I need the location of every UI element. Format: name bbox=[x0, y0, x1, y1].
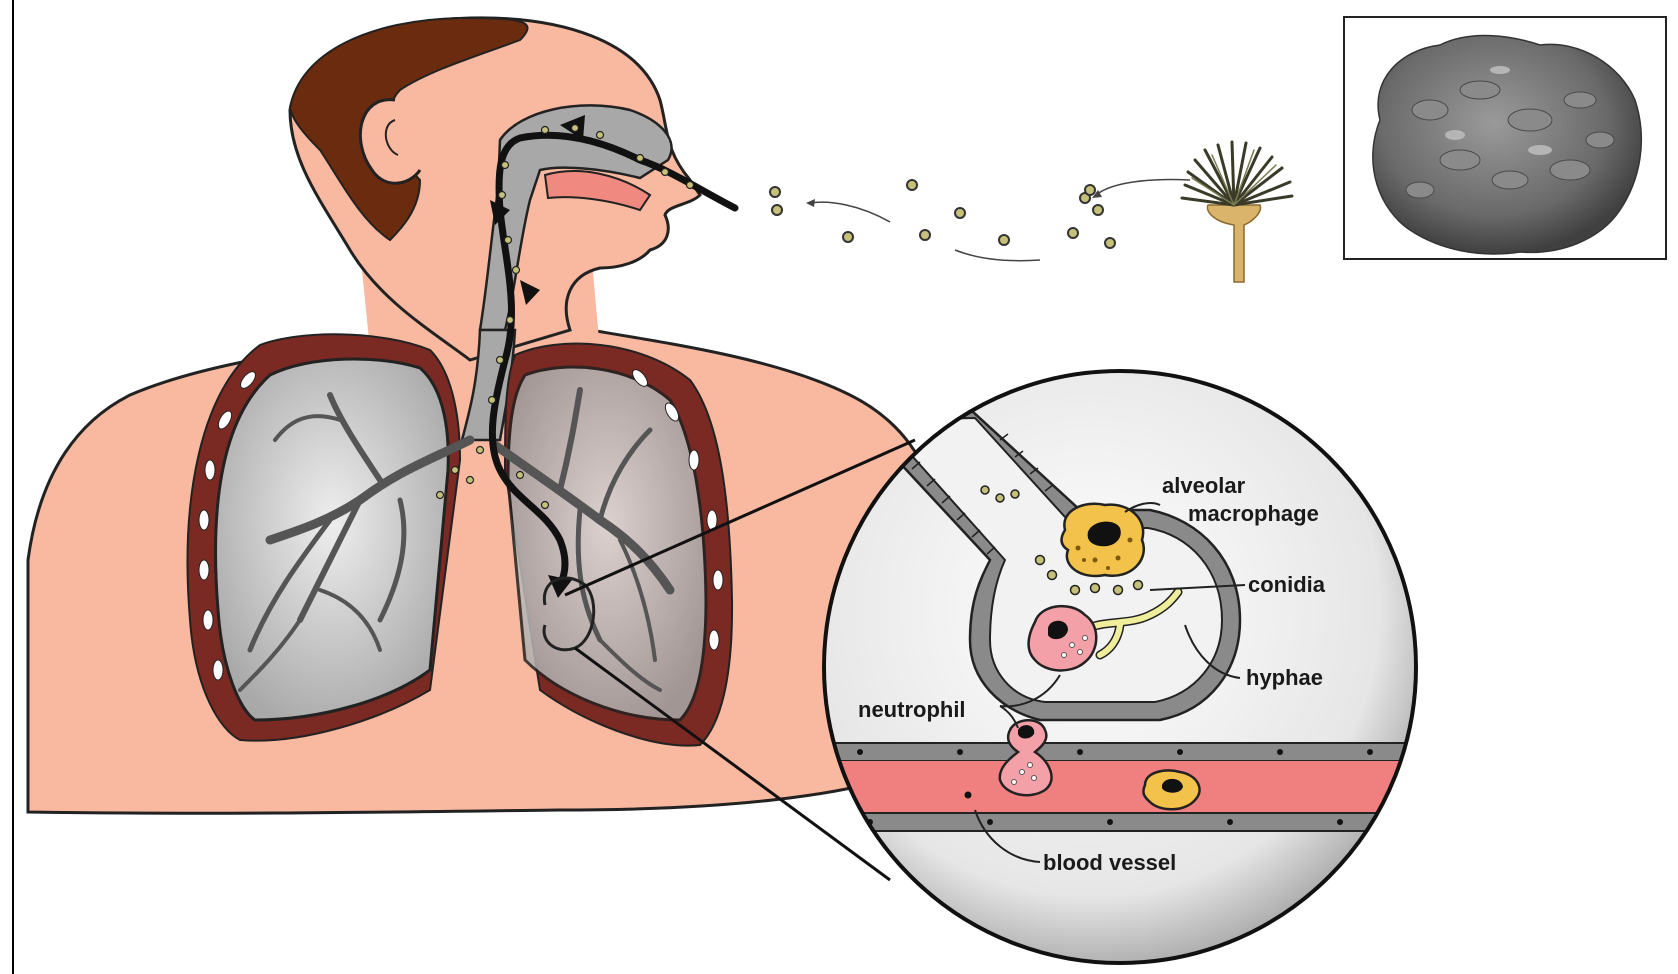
blood-vessel-wall-top bbox=[810, 743, 1410, 761]
blood-vessel-lumen bbox=[810, 761, 1410, 813]
spore-drift-arrow bbox=[1095, 180, 1190, 196]
label-conidia: conidia bbox=[1248, 572, 1326, 597]
label-neutrophil: neutrophil bbox=[858, 697, 966, 722]
right-lung bbox=[216, 359, 449, 720]
label-hyphae: hyphae bbox=[1246, 665, 1323, 690]
human-torso-illustration bbox=[28, 18, 940, 813]
spore-drift-arrow bbox=[810, 202, 890, 222]
label-alveolar: alveolar bbox=[1162, 473, 1246, 498]
label-blood-vessel: blood vessel bbox=[1043, 850, 1176, 875]
macrophage-micrograph bbox=[1344, 17, 1666, 259]
label-macrophage: macrophage bbox=[1188, 501, 1319, 526]
spore-drift-arrow bbox=[955, 250, 1040, 261]
airborne-spores bbox=[770, 180, 1115, 248]
conidiophore-icon bbox=[1182, 142, 1292, 282]
